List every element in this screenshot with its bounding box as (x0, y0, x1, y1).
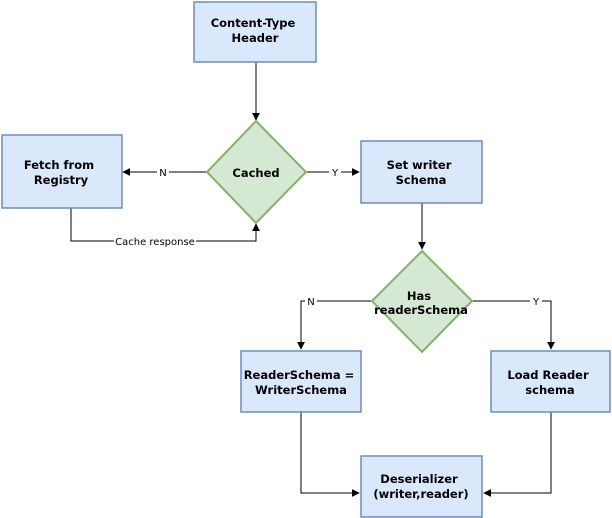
node-set-writer-line-1: Set writer (387, 158, 452, 172)
node-fetch-line-1: Fetch from (24, 158, 94, 172)
edge-label-has-reader-no: N (307, 297, 314, 308)
svg-text:Load Reader schema: Load Reader schema (507, 368, 592, 397)
node-deserializer-line-2: (writer,reader) (373, 487, 468, 501)
edge-cached-to-set-writer: Y (306, 165, 360, 179)
edge-has-reader-to-load-reader: Y (472, 294, 555, 350)
node-has-reader-schema-decision: Has readerSchema (370, 249, 474, 354)
node-content-type-header-line-1: Content-Type (211, 16, 296, 30)
node-deserializer: Deserializer (writer,reader) (360, 455, 483, 518)
node-load-reader-schema: Load Reader schema (490, 350, 611, 413)
edge-cached-to-fetch: N (122, 165, 207, 179)
node-content-type-header: Content-Type Header (193, 1, 317, 63)
svg-text:ReaderSchema = WriterSch: ReaderSchema = WriterSchema (244, 368, 359, 397)
edge-reader-equals-writer-to-deserializer (300, 412, 360, 497)
node-load-reader-line-2: schema (525, 383, 574, 397)
node-has-reader-line-1: Has (407, 289, 431, 303)
node-fetch-from-registry: Fetch from Registry (1, 134, 123, 209)
edge-label-cached-yes: Y (331, 168, 339, 179)
svg-text:Set writer Schema: Set writer Schema (387, 158, 456, 187)
node-has-reader-line-2: readerSchema (374, 303, 468, 317)
node-load-reader-line-1: Load Reader (507, 368, 589, 382)
node-content-type-header-line-2: Header (232, 31, 279, 45)
edge-fetch-to-cached: Cache response (70, 208, 260, 248)
node-reader-equals-writer-line-1: ReaderSchema = (244, 368, 355, 382)
node-deserializer-line-1: Deserializer (380, 472, 458, 486)
node-reader-equals-writer: ReaderSchema = WriterSchema (240, 350, 362, 413)
edge-label-cached-no: N (159, 168, 166, 179)
svg-text:Content-Type Header: Content-Type Header (211, 16, 300, 45)
node-set-writer-line-2: Schema (396, 173, 447, 187)
edge-has-reader-to-reader-equals-writer: N (297, 294, 372, 350)
svg-text:Deserializer (writer,rea: Deserializer (writer,reader) (373, 472, 468, 501)
node-cached-decision: Cached (205, 119, 308, 225)
node-fetch-line-2: Registry (34, 173, 89, 187)
edge-load-reader-to-deserializer (483, 412, 552, 497)
svg-text:Has readerSchema: Has readerSchema (374, 289, 468, 317)
svg-text:Fetch from Registry: Fetch from Registry (24, 158, 98, 187)
node-reader-equals-writer-line-2: WriterSchema (255, 383, 347, 397)
edge-label-has-reader-yes: Y (532, 297, 540, 308)
node-set-writer-schema: Set writer Schema (360, 140, 483, 204)
node-cached-line-1: Cached (232, 166, 279, 180)
edge-label-cache-response: Cache response (115, 237, 195, 248)
svg-text:Cached: Cached (232, 166, 279, 180)
